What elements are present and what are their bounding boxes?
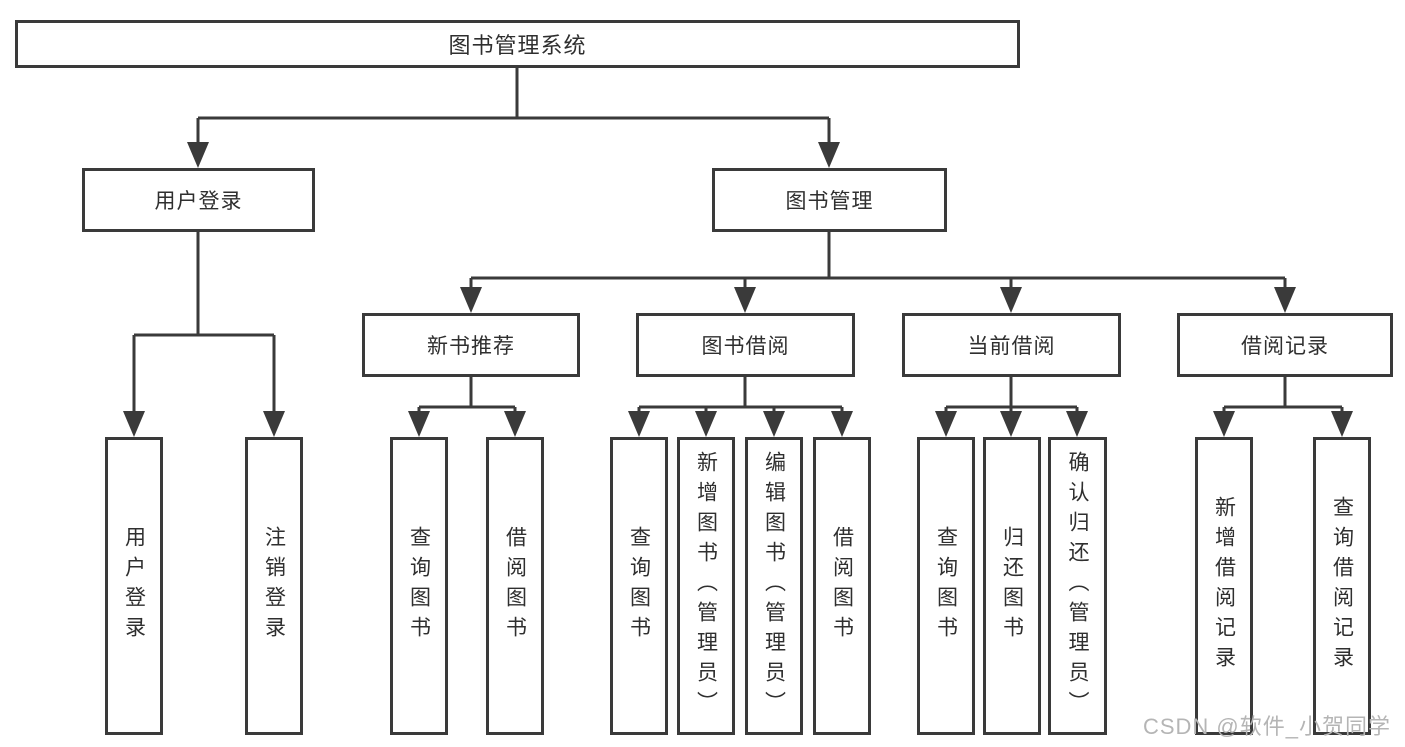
node-label: 归还图书 xyxy=(1000,526,1024,646)
leaf-user-login: 用户登录 xyxy=(105,437,163,735)
leaf-confirm-return-admin: 确认归还（管理员） xyxy=(1048,437,1107,735)
connector-paths xyxy=(132,68,1344,415)
node-label: 新书推荐 xyxy=(427,335,515,358)
node-label: 借阅图书 xyxy=(503,526,527,646)
node-borrowing-records: 借阅记录 xyxy=(1177,313,1393,377)
leaf-query-borrow-record: 查询借阅记录 xyxy=(1313,437,1371,735)
node-label: 注销登录 xyxy=(262,526,286,646)
csdn-watermark: CSDN @软件_小贺同学 xyxy=(1142,714,1391,739)
node-label: 图书管理 xyxy=(785,190,874,213)
node-label: 用户登录 xyxy=(122,526,146,646)
node-label: 编辑图书（管理员） xyxy=(762,451,786,721)
node-label: 查询图书 xyxy=(627,526,651,646)
node-book-borrowing: 图书借阅 xyxy=(636,313,855,377)
node-label: 当前借阅 xyxy=(967,335,1056,358)
node-label: 图书管理系统 xyxy=(448,33,587,58)
node-label: 新增图书（管理员） xyxy=(694,451,718,721)
leaf-edit-books-admin: 编辑图书（管理员） xyxy=(745,437,803,735)
node-current-borrowing: 当前借阅 xyxy=(902,313,1121,377)
leaf-logout: 注销登录 xyxy=(245,437,303,735)
node-label: 新增借阅记录 xyxy=(1212,496,1236,676)
node-book-management: 图书管理 xyxy=(712,168,947,232)
leaf-query-books-recommend: 查询图书 xyxy=(390,437,448,735)
leaf-query-books-borrow: 查询图书 xyxy=(610,437,668,735)
node-label: 查询图书 xyxy=(934,526,958,646)
node-label: 借阅图书 xyxy=(830,526,854,646)
arrow-down-icons xyxy=(123,142,1353,437)
leaf-borrow-books: 借阅图书 xyxy=(813,437,871,735)
node-label: 确认归还（管理员） xyxy=(1066,451,1089,721)
node-library-system: 图书管理系统 xyxy=(15,20,1020,68)
leaf-return-books: 归还图书 xyxy=(983,437,1041,735)
leaf-borrow-books-recommend: 借阅图书 xyxy=(486,437,544,735)
node-label: 图书借阅 xyxy=(701,335,790,358)
node-label: 查询图书 xyxy=(407,526,431,646)
node-label: 查询借阅记录 xyxy=(1330,496,1354,676)
node-label: 借阅记录 xyxy=(1241,335,1329,358)
node-user-login: 用户登录 xyxy=(82,168,315,232)
node-new-book-recommend: 新书推荐 xyxy=(362,313,580,377)
node-label: 用户登录 xyxy=(154,190,243,213)
leaf-query-books-current: 查询图书 xyxy=(917,437,975,735)
leaf-add-books-admin: 新增图书（管理员） xyxy=(677,437,735,735)
leaf-add-borrow-record: 新增借阅记录 xyxy=(1195,437,1253,735)
